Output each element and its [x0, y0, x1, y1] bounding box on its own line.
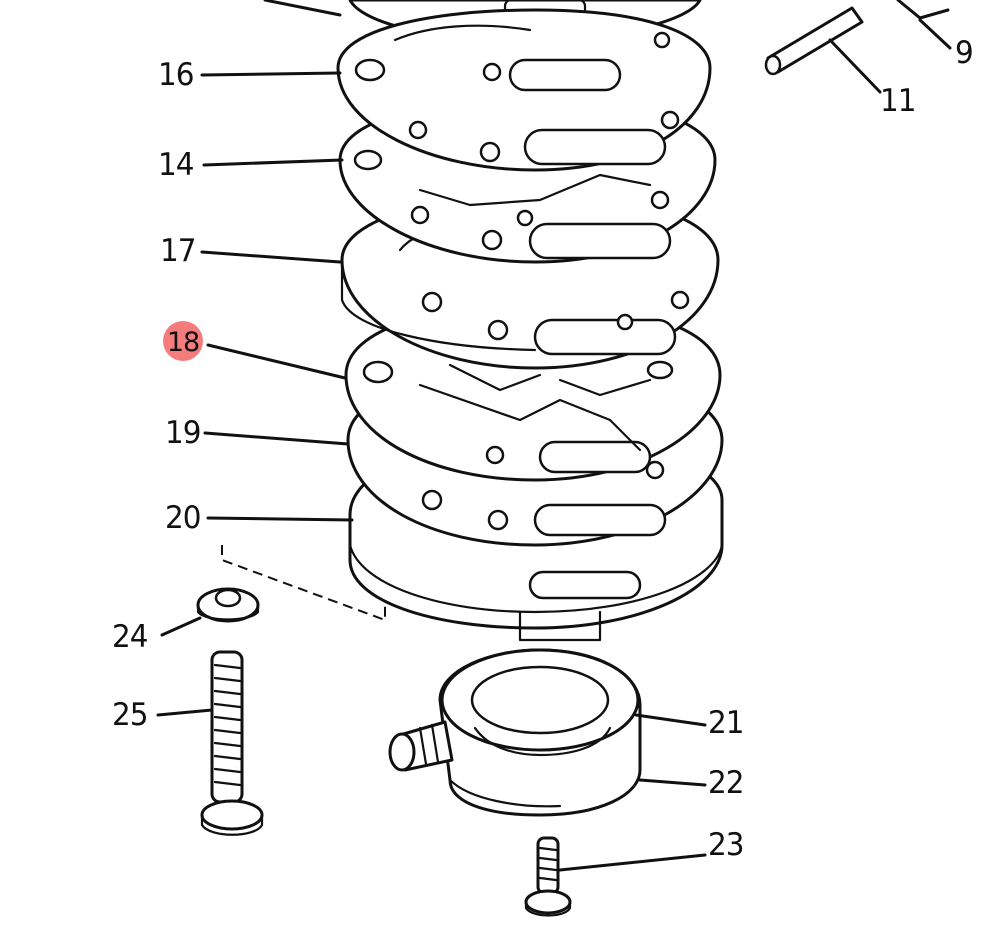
- leader-11: [828, 38, 882, 94]
- callout-label-23[interactable]: 23: [708, 827, 745, 863]
- highlighted-callout-18[interactable]: 18: [163, 321, 203, 361]
- leader-lines: [156, 0, 952, 872]
- callout-label-17[interactable]: 17: [160, 233, 197, 269]
- callout-label-20[interactable]: 20: [165, 500, 202, 536]
- leader-9: [918, 18, 952, 50]
- leader-14: [202, 158, 344, 167]
- callout-label-14[interactable]: 14: [158, 147, 195, 183]
- callout-label-25[interactable]: 25: [112, 697, 149, 733]
- callout-label-21[interactable]: 21: [708, 705, 745, 741]
- screw-23: [524, 836, 572, 917]
- callout-label-9[interactable]: 9: [955, 35, 974, 71]
- pin-part: [764, 6, 864, 76]
- leader-25: [156, 708, 214, 717]
- callout-label-16[interactable]: 16: [158, 57, 195, 93]
- leader-20: [206, 516, 354, 522]
- leader-23: [558, 853, 707, 872]
- gasket-stack: [336, 8, 724, 642]
- callout-label-11[interactable]: 11: [880, 83, 917, 119]
- callout-label-18: 18: [166, 327, 200, 358]
- leader-19: [203, 431, 350, 446]
- leader-top: [263, 0, 342, 17]
- leader-17: [200, 250, 342, 264]
- fitting-21-22: [388, 648, 642, 817]
- callout-label-24[interactable]: 24: [112, 619, 149, 655]
- leader-21: [634, 713, 707, 727]
- part-9-fragment: [896, 0, 950, 20]
- gasket-16: [336, 8, 712, 172]
- leader-24: [160, 616, 202, 637]
- leader-18: [206, 343, 347, 380]
- alignment-dashed-line: [221, 545, 386, 622]
- callout-label-19[interactable]: 19: [165, 415, 202, 451]
- callout-label-22[interactable]: 22: [708, 765, 745, 801]
- bolt-25: [200, 650, 264, 836]
- washer-24: [196, 587, 260, 623]
- leader-22: [638, 778, 707, 787]
- leader-16: [200, 71, 342, 77]
